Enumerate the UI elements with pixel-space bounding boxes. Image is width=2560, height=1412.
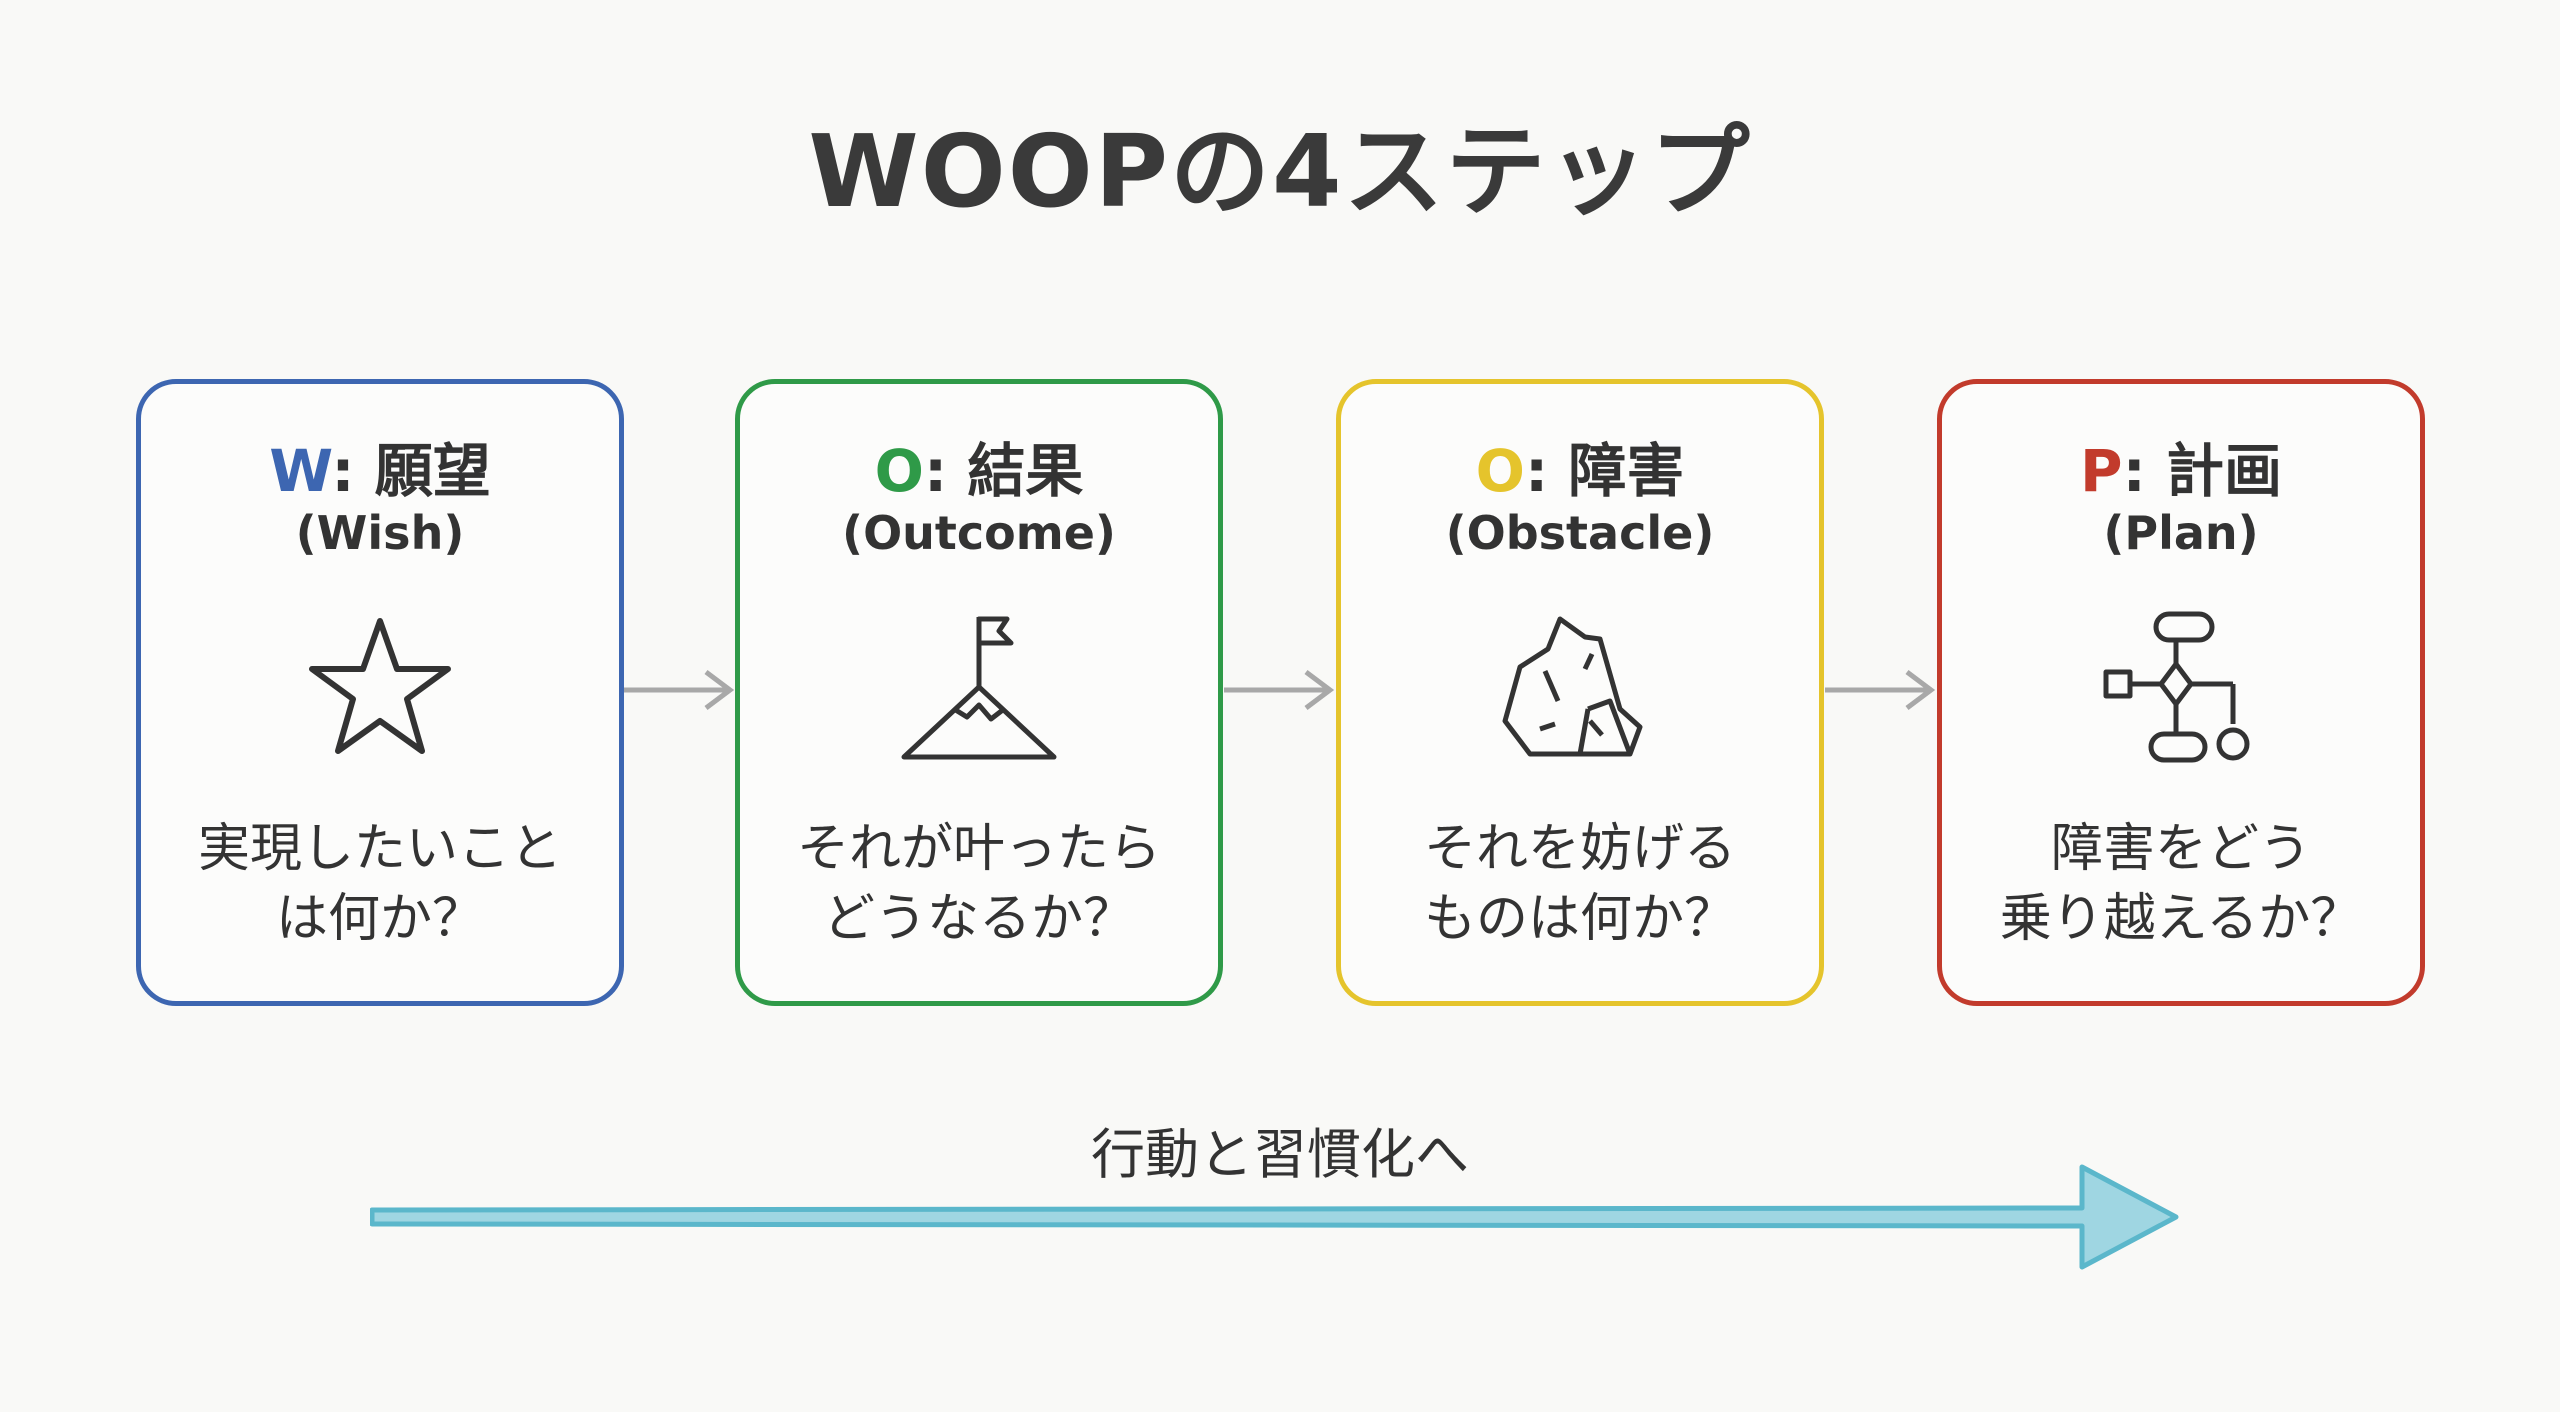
step-heading: O: 障害 (1341, 424, 1819, 508)
connector-arrow-icon (624, 670, 735, 710)
step-question: 実現したいことは何か？ (197, 819, 562, 949)
step-name: : 障害 (1524, 437, 1685, 505)
step-heading: W: 願望 (141, 424, 619, 508)
connector-arrow-icon (1224, 670, 1335, 710)
step-question: それを妨げるものは何か？ (1423, 819, 1736, 949)
step-letter: O (1475, 437, 1525, 505)
step-english: (Plan) (2103, 506, 2259, 560)
step-card-obstacle: O: 障害 (Obstacle) それを妨げるものは何か？ (1336, 379, 1824, 1006)
mountain-flag-icon (901, 616, 1057, 760)
long-arrow-icon (370, 1164, 2179, 1270)
step-letter: P (2080, 437, 2123, 505)
step-letter: W (269, 437, 332, 505)
step-english: (Wish) (295, 506, 465, 560)
flowchart-icon (2103, 611, 2250, 763)
step-letter: O (874, 437, 924, 505)
step-question: それが叶ったらどうなるか？ (796, 819, 1161, 949)
step-heading: P: 計画 (1942, 424, 2420, 508)
step-question: 障害をどう乗り越えるか？ (1999, 819, 2363, 949)
step-card-wish: W: 願望 (Wish) 実現したいことは何か？ (136, 379, 624, 1006)
star-icon (309, 618, 451, 754)
step-english: (Obstacle) (1445, 506, 1715, 560)
step-name: : 結果 (923, 437, 1084, 505)
page-title: WOOPの4ステップ (808, 113, 1752, 230)
connector-arrow-icon (1825, 670, 1936, 710)
step-name: : 願望 (331, 437, 491, 505)
step-heading: O: 結果 (740, 424, 1218, 508)
step-english: (Outcome) (842, 506, 1116, 560)
step-card-plan: P: 計画 (Plan) 障害をどう乗り越えるか？ (1937, 379, 2425, 1006)
step-name: : 計画 (2122, 437, 2282, 505)
rock-icon (1502, 616, 1643, 757)
step-card-outcome: O: 結果 (Outcome) それが叶ったらどうなるか？ (735, 379, 1223, 1006)
flow-label: 行動と習慣化へ (1091, 1123, 1469, 1186)
